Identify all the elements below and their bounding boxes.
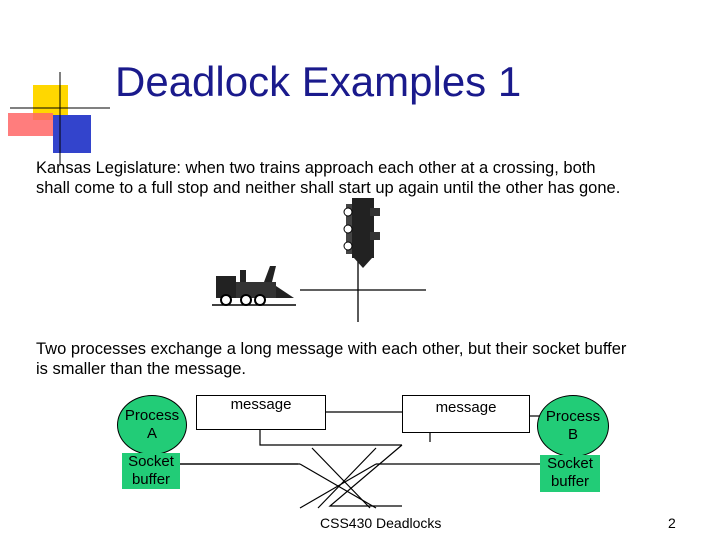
process-b-label-2: B	[567, 426, 578, 443]
message-box-b-label: message	[435, 399, 497, 416]
process-line-2: is smaller than the message.	[36, 360, 247, 378]
process-line-1: Two processes exchange a long message wi…	[36, 340, 627, 358]
message-box-b: message	[402, 395, 530, 433]
slide-title: Deadlock Examples 1	[115, 58, 522, 105]
kansas-rule-text: Kansas Legislature: when two trains appr…	[36, 158, 620, 198]
message-box-a: message	[196, 395, 326, 430]
process-a-label-1: Process	[124, 407, 180, 424]
socket-buffer-b-label-2: buffer	[550, 473, 590, 490]
train-icon-vertical	[343, 198, 380, 268]
footer-course: CSS430 Deadlocks	[320, 515, 442, 531]
kansas-line-1: Kansas Legislature: when two trains appr…	[36, 159, 596, 177]
decorative-corner-graphic	[8, 72, 110, 165]
train-icon-horizontal	[212, 266, 296, 306]
process-a-label-2: A	[146, 425, 157, 442]
process-b-label-1: Process	[545, 408, 601, 425]
kansas-line-2: shall come to a full stop and neither sh…	[36, 179, 621, 197]
socket-buffer-a-label-1: Socket	[128, 453, 174, 470]
page-number: 2	[668, 515, 676, 531]
process-exchange-text: Two processes exchange a long message wi…	[36, 339, 626, 379]
socket-buffer-a-label-2: buffer	[131, 471, 171, 488]
message-box-a-label: message	[230, 396, 292, 413]
socket-buffer-b-label-1: Socket	[547, 455, 593, 472]
